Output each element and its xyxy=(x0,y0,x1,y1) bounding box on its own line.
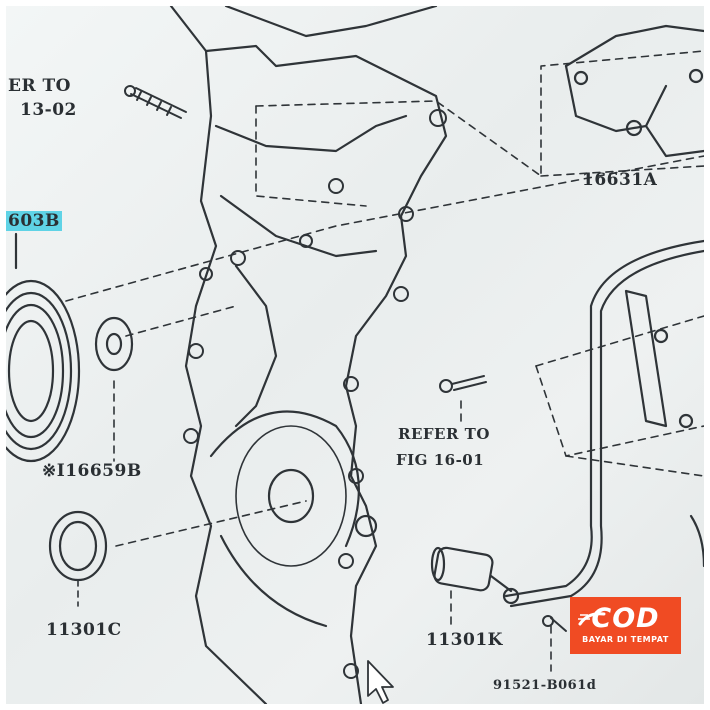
crank-sensor-11301k xyxy=(430,546,520,605)
oil-seal-11301c xyxy=(48,510,108,607)
sensor-wire xyxy=(504,239,704,608)
cod-badge: COD BAYAR DI TEMPAT xyxy=(570,597,681,654)
label-part-16631a: 16631A xyxy=(582,170,658,190)
crank-opening xyxy=(235,425,378,567)
cod-subtitle: BAYAR DI TEMPAT xyxy=(582,635,669,644)
timing-cover-diagram xyxy=(6,6,704,704)
washer-16659b xyxy=(94,316,134,372)
bolt-mid xyxy=(439,375,487,393)
label-refer-top-line1: ER TO xyxy=(8,76,71,96)
bolt-bosses xyxy=(183,109,447,679)
label-part-11301k: 11301K xyxy=(426,630,503,650)
label-refer-top-line2: 13-02 xyxy=(20,100,77,120)
label-part-16603b: 603B xyxy=(6,211,62,231)
label-refer-mid-line2: FIG 16-01 xyxy=(396,451,485,469)
highlighted-part-number: 603B xyxy=(6,211,62,231)
label-refer-mid-line1: REFER TO xyxy=(398,425,490,443)
parts-diagram-photo: ER TO 13-02 603B 16631A ※I16659B REFER T… xyxy=(6,6,704,704)
dashed-guides xyxy=(65,50,704,672)
swoosh-icon xyxy=(578,612,606,626)
cod-title: COD xyxy=(591,603,660,634)
bolt-top xyxy=(124,85,187,119)
crank-pulley xyxy=(6,232,81,463)
cursor-arrow xyxy=(367,660,394,704)
label-part-16659b: ※I16659B xyxy=(42,461,142,481)
label-part-91521: 91521-B061d xyxy=(493,678,597,693)
timing-cover-outline xyxy=(169,6,448,704)
bracket-16631a xyxy=(564,24,704,158)
label-part-11301c: 11301C xyxy=(46,620,122,640)
bolt-bottom xyxy=(542,615,567,632)
